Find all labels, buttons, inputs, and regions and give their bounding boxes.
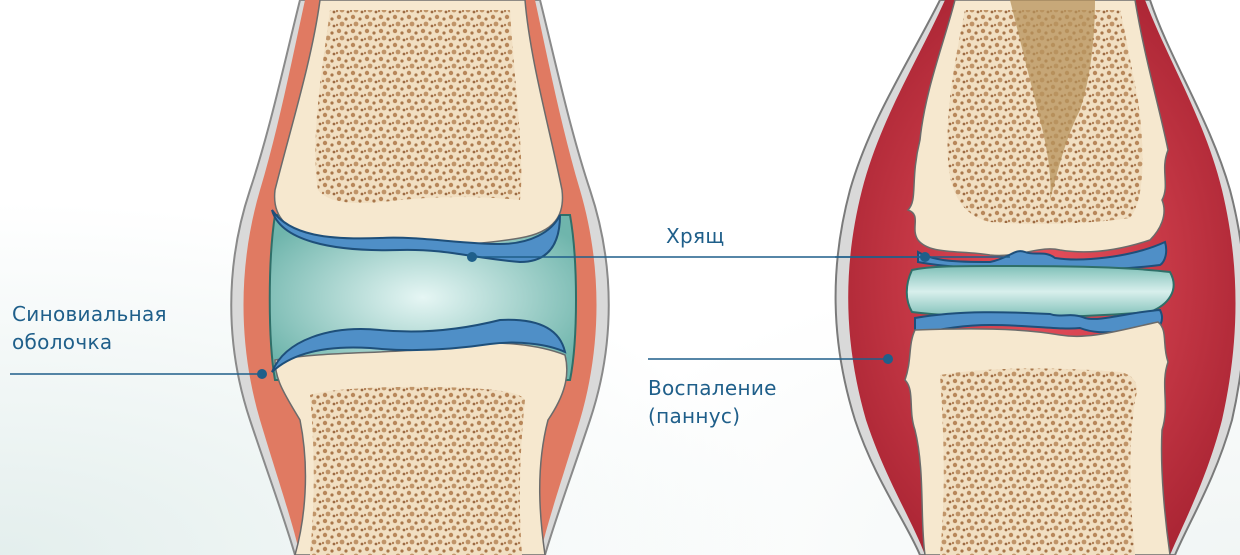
cartilage-label: Хрящ (666, 222, 724, 250)
inflammation-dot (883, 354, 893, 364)
inflamed-lower-spongy (940, 368, 1137, 555)
inflamed-joint (836, 0, 1240, 555)
synovial-dot (257, 369, 267, 379)
cartilage-dot-right (920, 252, 930, 262)
inflammation-label: Воспаление (паннус) (648, 374, 777, 430)
synovial-label-line2: оболочка (12, 328, 167, 356)
healthy-upper-spongy (315, 10, 521, 203)
healthy-joint (231, 0, 609, 555)
healthy-lower-spongy (310, 387, 525, 555)
inflamed-synovial-fluid (907, 266, 1174, 317)
synovial-membrane-label: Синовиальная оболочка (12, 300, 167, 356)
inflammation-label-line2: (паннус) (648, 402, 777, 430)
synovial-label-line1: Синовиальная (12, 300, 167, 328)
inflammation-label-line1: Воспаление (648, 374, 777, 402)
cartilage-dot-left (467, 252, 477, 262)
cartilage-label-text: Хрящ (666, 222, 724, 250)
